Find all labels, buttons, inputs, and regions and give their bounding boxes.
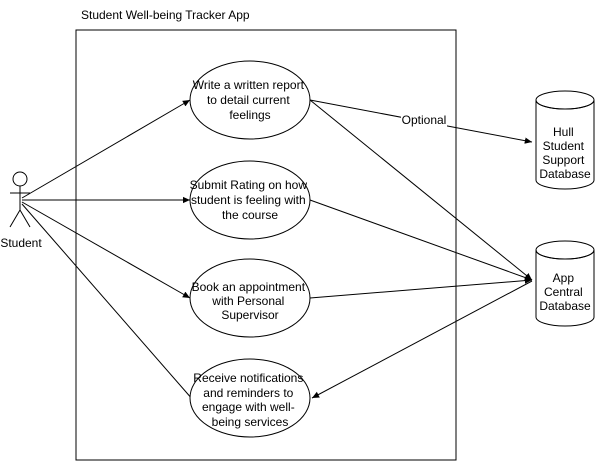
use-case-report-line-1: Write a written report [193, 78, 305, 92]
actor-label: Student [0, 236, 42, 250]
actor-head [12, 171, 28, 187]
student-actor [9, 171, 31, 228]
use-case-appointment-line-1: Book an appointment [192, 280, 306, 294]
use-case-rating-line-1: Submit Rating on how [190, 178, 308, 192]
use-case-rating: Submit Rating on how student is feeling … [189, 160, 311, 240]
hull-db-line-2: Student [543, 139, 585, 153]
central-db-line-2: Central [544, 285, 583, 299]
central-to-notifications-arrow [311, 280, 533, 399]
use-case-notifications-line-3: engage with well- [202, 400, 295, 414]
svg-text:App Central Databa: App Central Database [539, 271, 591, 313]
use-case-report: Write a written report to detail current… [189, 60, 311, 140]
svg-text:Submit Rating on how stu: Submit Rating on how student is feeling … [190, 178, 311, 222]
svg-text:Receive notifications an: Receive notifications and reminders to e… [193, 371, 306, 429]
use-case-notifications-line-4: being services [212, 415, 289, 429]
central-db-line-3: Database [539, 299, 591, 313]
hull-db-line-4: Database [539, 167, 591, 181]
optional-label-bg [401, 114, 447, 127]
svg-text:Write a written report t: Write a written report to detail current… [193, 78, 308, 122]
student-to-report-arrow [21, 99, 191, 199]
central-db-line-1: App [553, 271, 575, 285]
hull-db-line-1: Hull [553, 125, 574, 139]
svg-text:Hull Student Suppo: Hull Student Support Database [539, 125, 591, 181]
use-case-notifications-line-2: and reminders to [203, 386, 293, 400]
use-case-rating-line-3: the course [222, 208, 278, 222]
use-case-appointment: Book an appointment with Personal Superv… [189, 258, 311, 338]
hull-student-support-database: Hull Student Support Database [535, 90, 595, 190]
use-case-report-line-3: feelings [229, 108, 270, 122]
use-case-appointment-line-3: Supervisor [221, 308, 278, 322]
system-title: Student Well-being Tracker App [81, 8, 250, 22]
student-to-appointment-arrow [21, 201, 191, 299]
appointment-to-central-arrow [309, 277, 533, 299]
rating-to-central-arrow [309, 199, 533, 281]
svg-text:Book an appointment with: Book an appointment with Personal Superv… [192, 280, 309, 322]
student-to-notifications-line [21, 203, 194, 401]
hull-db-line-3: Support [542, 153, 585, 167]
use-case-notifications-line-1: Receive notifications [193, 371, 303, 385]
optional-label: Optional [402, 113, 447, 127]
system-boundary [75, 29, 457, 461]
use-case-report-line-2: to detail current [207, 93, 290, 107]
use-case-rating-line-2: student is feeling with [191, 193, 306, 207]
app-central-database: App Central Database [535, 240, 595, 327]
report-to-central-arrow [309, 99, 533, 281]
use-case-notifications: Receive notifications and reminders to e… [189, 358, 311, 438]
use-case-appointment-line-2: with Personal [211, 294, 284, 308]
